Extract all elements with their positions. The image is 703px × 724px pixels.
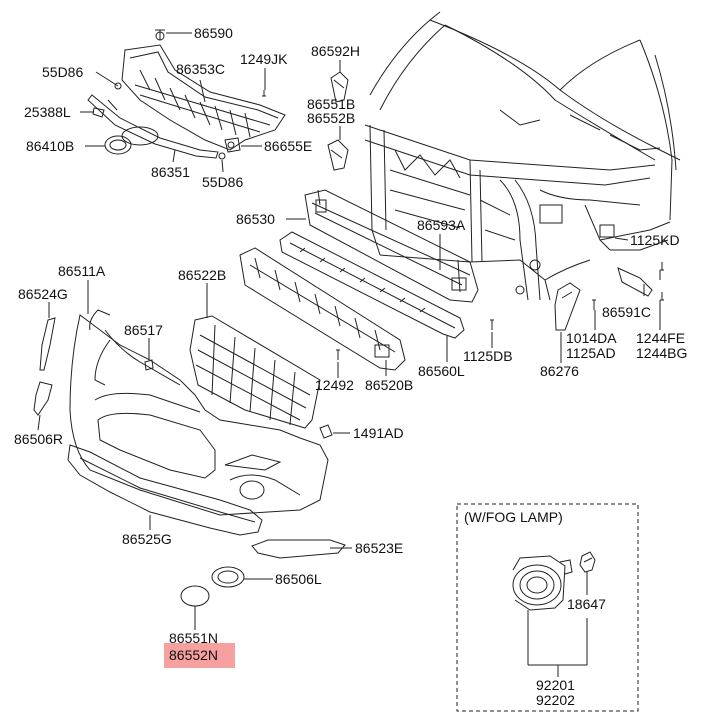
lower-lip-spoiler: [67, 444, 263, 536]
headlamp-brackets: [327, 71, 349, 171]
part-label-55d86-bottom[interactable]: 55D86: [202, 174, 244, 190]
part-label-86506r[interactable]: 86506R: [14, 431, 64, 447]
part-label-86593a[interactable]: 86593A: [417, 217, 466, 233]
part-label-86655e[interactable]: 86655E: [264, 138, 313, 154]
part-label-86530[interactable]: 86530: [236, 211, 275, 227]
part-label-86520b[interactable]: 86520B: [365, 377, 414, 393]
part-label-1125kd[interactable]: 1125KD: [630, 232, 680, 248]
part-label-1491ad[interactable]: 1491AD: [353, 425, 404, 441]
side-bracket-86591c: [336, 262, 664, 360]
lower-grille: [144, 315, 333, 439]
front-body-frame: [364, 11, 681, 301]
part-label-55d86-top[interactable]: 55D86: [42, 64, 84, 80]
part-label-86410b[interactable]: 86410B: [26, 138, 75, 154]
part-label-92201[interactable]: 92201: [536, 677, 575, 693]
part-label-86591c[interactable]: 86591C: [602, 304, 652, 320]
part-label-86524g[interactable]: 86524G: [18, 286, 68, 302]
leader-lines: [37, 32, 661, 677]
part-label-1249jk[interactable]: 1249JK: [240, 51, 288, 67]
energy-absorber: [239, 247, 406, 371]
part-label-86523e[interactable]: 86523E: [355, 540, 404, 556]
part-label-86351[interactable]: 86351: [151, 164, 190, 180]
lower-reinforcement: [279, 231, 465, 339]
part-label-86525g[interactable]: 86525G: [122, 531, 172, 547]
lower-garnish: [251, 539, 346, 559]
bumper-beam: [304, 189, 479, 303]
part-label-25388l[interactable]: 25388L: [24, 104, 71, 120]
selected-part-highlight: [164, 643, 235, 668]
fender-bracket: [554, 282, 596, 331]
part-label-86592h[interactable]: 86592H: [311, 43, 361, 59]
part-label-1014da[interactable]: 1014DA: [566, 330, 617, 346]
part-label-86552n[interactable]: 86552N: [169, 647, 219, 663]
part-label-86551b[interactable]: 86551B: [307, 96, 356, 112]
upper-grille-assembly: [87, 29, 286, 160]
part-label-86511a[interactable]: 86511A: [58, 263, 106, 279]
part-label-86353c[interactable]: 86353C: [176, 61, 226, 77]
part-label-92202[interactable]: 92202: [536, 692, 575, 708]
fog-lamp-box-frame: [456, 503, 639, 712]
part-label-1125ad[interactable]: 1125AD: [566, 345, 616, 361]
part-label-1244fe[interactable]: 1244FE: [636, 330, 686, 346]
part-label-1125db[interactable]: 1125DB: [463, 348, 513, 364]
fog-lamp-box-title: (W/FOG LAMP): [464, 509, 563, 525]
part-label-86522b[interactable]: 86522B: [178, 267, 227, 283]
part-label-86552b[interactable]: 86552B: [307, 110, 356, 126]
part-label-86590[interactable]: 86590: [194, 25, 233, 41]
part-label-86517[interactable]: 86517: [124, 322, 163, 338]
part-label-86560l[interactable]: 86560L: [418, 363, 465, 379]
part-label-86551n[interactable]: 86551N: [169, 630, 219, 646]
part-label-12492[interactable]: 12492: [315, 377, 354, 393]
part-label-86506l[interactable]: 86506L: [275, 571, 322, 587]
part-label-86276[interactable]: 86276: [540, 363, 579, 379]
part-label-1244bg[interactable]: 1244BG: [636, 345, 688, 361]
part-label-18647[interactable]: 18647: [567, 596, 606, 612]
bumper-cover: [33, 309, 329, 516]
fog-covers: [180, 566, 245, 607]
